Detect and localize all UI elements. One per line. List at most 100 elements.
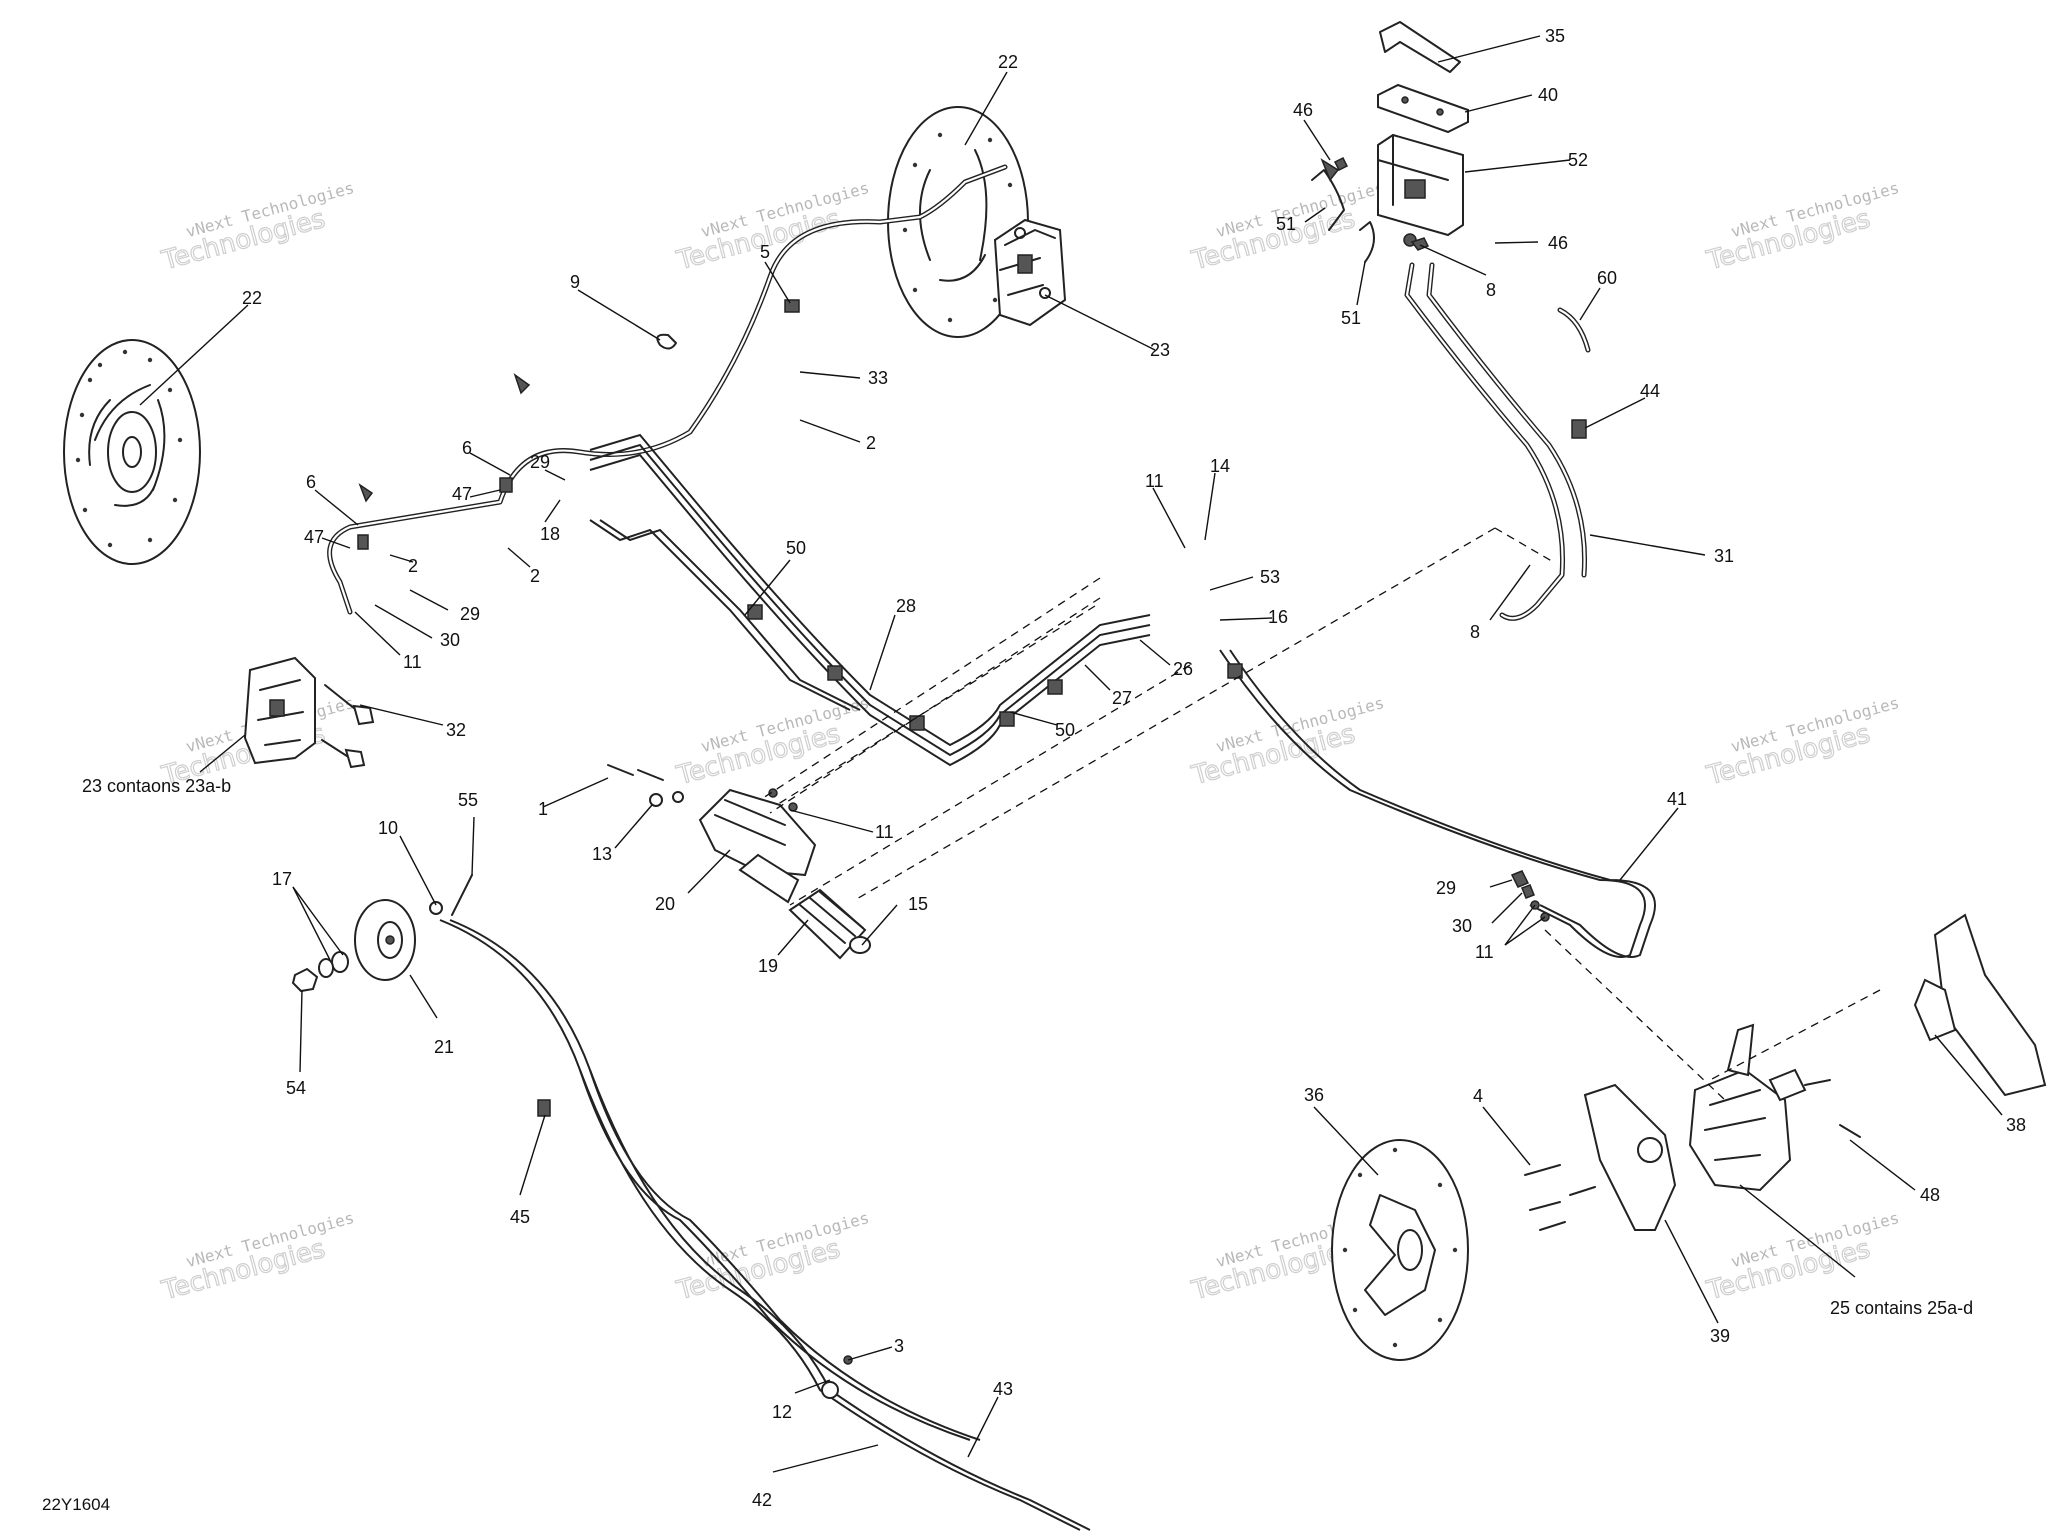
- callout: 3: [894, 1336, 904, 1356]
- callout: 47: [304, 527, 324, 547]
- callout: 29: [460, 604, 480, 624]
- callout: 8: [1486, 280, 1496, 300]
- front-right-brake-caliper: [993, 218, 1067, 327]
- rear-caliper-bolts: [1524, 1079, 1861, 1231]
- line-clips: [357, 299, 1063, 731]
- callout: 51: [1276, 214, 1296, 234]
- callout: 2: [408, 556, 418, 576]
- watermark: Technologies vNext Technologies: [673, 178, 872, 277]
- master-cylinder-boot: [788, 888, 871, 960]
- callout: 27: [1112, 688, 1132, 708]
- reservoir-hoses: [1404, 262, 1591, 621]
- callout: 40: [1538, 85, 1558, 105]
- rear-brake-caliper: [1688, 1023, 1807, 1192]
- callout: 2: [866, 433, 876, 453]
- rear-line-fittings: [1227, 663, 1550, 922]
- front-brake-tube-bundle: [589, 433, 1151, 767]
- caliper-bolts: [321, 684, 375, 769]
- callout: 5: [760, 242, 770, 262]
- rear-brake-disc: [1331, 1139, 1469, 1361]
- callout: 18: [540, 524, 560, 544]
- brake-fluid-reservoir: [1377, 133, 1464, 237]
- front-caliper-note: 23 contaons 23a-b: [82, 776, 231, 796]
- front-left-brake-disc: [63, 339, 201, 565]
- reservoir-gasket: [1377, 83, 1469, 134]
- callout: 46: [1548, 233, 1568, 253]
- front-left-brake-caliper: [243, 656, 316, 765]
- callout: 30: [1452, 916, 1472, 936]
- watermark: Technologies vNext Technologies: [1703, 178, 1902, 277]
- callout: 19: [758, 956, 778, 976]
- callout: 1: [538, 799, 548, 819]
- callout: 44: [1640, 381, 1660, 401]
- callout-labels: 22 22 9 5 33 2 23 6 47 6 47 29 18 2 2 29…: [242, 26, 2026, 1510]
- callout: 17: [272, 869, 292, 889]
- callout: 4: [1473, 1086, 1483, 1106]
- reservoir-sensor-wires: [1311, 156, 1430, 263]
- callout: 36: [1304, 1085, 1324, 1105]
- callout: 51: [1341, 308, 1361, 328]
- callout: 29: [530, 452, 550, 472]
- watermark: Technologies vNext Technologies: [1703, 1208, 1902, 1307]
- callout: 31: [1714, 546, 1734, 566]
- callout: 50: [1055, 720, 1075, 740]
- callout: 55: [458, 790, 478, 810]
- callout: 12: [772, 1402, 792, 1422]
- callout: 22: [242, 288, 262, 308]
- callout: 14: [1210, 456, 1230, 476]
- callout: 20: [655, 894, 675, 914]
- callout: 54: [286, 1078, 306, 1098]
- callout: 60: [1597, 268, 1617, 288]
- front-left-brake-line: [327, 164, 1008, 615]
- callout: 11: [403, 652, 422, 672]
- watermark: Technologies vNext Technologies: [158, 178, 357, 277]
- callout: 46: [1293, 100, 1313, 120]
- callout: 11: [1145, 471, 1164, 491]
- callout: 47: [452, 484, 472, 504]
- callout: 52: [1568, 150, 1588, 170]
- callout: 26: [1173, 659, 1193, 679]
- callout: 11: [875, 822, 894, 842]
- callout: 21: [434, 1037, 454, 1057]
- callout: 33: [868, 368, 888, 388]
- callout: 43: [993, 1379, 1013, 1399]
- master-cylinder: [698, 788, 817, 904]
- brake-pulley: [291, 874, 473, 993]
- callout: 9: [570, 272, 580, 292]
- watermark: Technologies vNext Technologies: [158, 1208, 357, 1307]
- callout: 8: [1470, 622, 1480, 642]
- rear-caliper-note: 25 contains 25a-d: [1830, 1298, 1973, 1318]
- callout: 6: [462, 438, 472, 458]
- callout: 53: [1260, 567, 1280, 587]
- callout: 41: [1667, 789, 1687, 809]
- callout: 22: [998, 52, 1018, 72]
- reservoir-cover-bracket: [1379, 21, 1461, 73]
- callout: 42: [752, 1490, 772, 1510]
- callout: 32: [446, 720, 466, 740]
- callout: 35: [1545, 26, 1565, 46]
- drawing-code: 22Y1604: [42, 1495, 110, 1514]
- callout: 28: [896, 596, 916, 616]
- parking-brake-cables: [439, 919, 1091, 1531]
- rear-pad-shield: [1913, 913, 2047, 1097]
- rear-caliper-bracket: [1583, 1083, 1677, 1231]
- callout: 10: [378, 818, 398, 838]
- watermark: Technologies vNext Technologies: [1188, 693, 1387, 792]
- callout: 29: [1436, 878, 1456, 898]
- callout: 15: [908, 894, 928, 914]
- callout: 13: [592, 844, 612, 864]
- callout: 45: [510, 1207, 530, 1227]
- callout: 50: [786, 538, 806, 558]
- callout: 23: [1150, 340, 1170, 360]
- callout: 38: [2006, 1115, 2026, 1135]
- assembly-dash-lines: [759, 527, 1881, 1101]
- callout: 48: [1920, 1185, 1940, 1205]
- callout: 30: [440, 630, 460, 650]
- watermark: Technologies vNext Technologies: [1703, 693, 1902, 792]
- callout: 11: [1475, 942, 1494, 962]
- callout: 39: [1710, 1326, 1730, 1346]
- rear-brake-line: [1219, 649, 1656, 958]
- callout: 6: [306, 472, 316, 492]
- callout: 16: [1268, 607, 1288, 627]
